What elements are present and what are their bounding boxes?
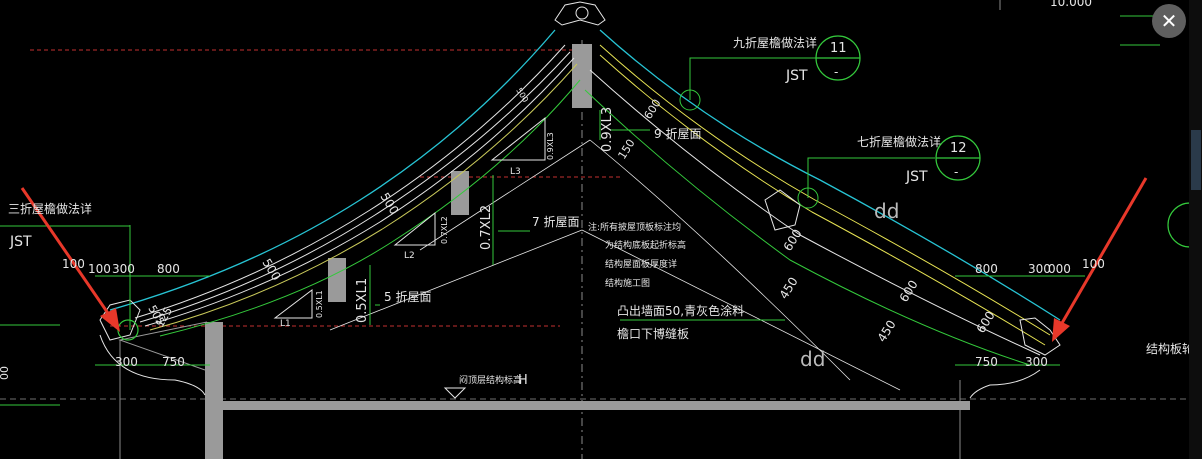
label-detail-9fold: 九折屋檐做法详: [733, 35, 817, 50]
red-arrow-right: [1052, 177, 1148, 342]
tri-07xl2: 0.7XL2: [440, 216, 449, 244]
dim-600b: 600: [781, 227, 805, 254]
dim-750-left: 750: [162, 355, 185, 369]
dim-000-right: 000: [1048, 262, 1071, 276]
dim-300-left: 300: [115, 355, 138, 369]
label-detail-9fold-num: 11: [830, 41, 847, 56]
label-detail-3fold-ref: JST: [9, 234, 32, 250]
dim-00-edge: 00: [0, 366, 11, 380]
dim-800-left: 800: [157, 262, 180, 276]
label-detail-9fold-sub: -: [834, 65, 838, 79]
dim-600c: 600: [897, 278, 921, 305]
dim-600d: 600: [974, 309, 998, 336]
dim-300-right: 300: [1028, 262, 1051, 276]
dim-300-top: 300: [112, 262, 135, 276]
top-right-number: 10.000: [1050, 0, 1092, 9]
dd-left: dd: [800, 347, 825, 371]
dim-100-right: 100: [1082, 257, 1105, 271]
label-detail-7fold-num: 12: [950, 141, 967, 156]
dim-05xl1: 0.5XL1: [355, 278, 370, 323]
right-eave: [764, 189, 1061, 399]
tri-05xl1: 0.5XL1: [315, 290, 324, 318]
dim-750-right: 750: [975, 355, 998, 369]
note-line-2: 为结构底板起折标高: [605, 239, 686, 251]
level-marker: [443, 387, 467, 399]
roof-level-label: 闷顶层结构标高: [459, 374, 522, 386]
label-l1: L1: [280, 319, 291, 329]
label-detail-7fold-sub: -: [954, 165, 958, 179]
note-line-1: 注:所有披屋顶板标注均: [588, 221, 681, 233]
dim-600a: 600: [642, 97, 664, 122]
label-detail-7fold: 七折屋檐做法详: [857, 134, 941, 149]
red-arrow-left: [20, 187, 120, 332]
close-icon[interactable]: ✕: [1152, 4, 1186, 38]
dim-100-left2: 100: [88, 262, 111, 276]
dim-09xl3: 0.9XL3: [600, 107, 615, 152]
leader-lines: [0, 15, 1160, 406]
tri-09xl3: 0.9XL3: [546, 132, 555, 160]
label-detail-3fold: 三折屋檐做法详: [8, 201, 92, 216]
dim-100-left: 100: [62, 257, 85, 271]
dim-150: 150: [616, 137, 638, 162]
inner-slope-lines: [329, 139, 901, 391]
label-detail-9fold-ref: JST: [785, 68, 808, 84]
dim-500a: 500: [377, 190, 401, 217]
dim-450a: 450: [777, 275, 801, 302]
wall-note-2: 檐口下博缝板: [617, 326, 689, 341]
roof-level-h: H: [518, 373, 528, 388]
side-scroll-track[interactable]: [1189, 0, 1202, 459]
dim-07xl2: 0.7XL2: [479, 205, 494, 250]
dim-300-right2: 300: [1025, 355, 1048, 369]
note-line-4: 结构施工图: [605, 277, 650, 289]
label-detail-7fold-ref: JST: [905, 169, 928, 185]
floor-slab: [118, 44, 970, 459]
note-line-3: 结构屋面板厚度详: [605, 258, 677, 270]
wall-note-1: 凸出墙面50,青灰色涂料: [617, 303, 744, 318]
side-scroll-thumb[interactable]: [1191, 130, 1201, 190]
label-l2: L2: [404, 251, 415, 261]
struct-beam-label: 结构板轮: [1146, 341, 1194, 356]
dim-450b: 450: [875, 318, 899, 345]
slope-triangles: [273, 116, 546, 319]
ridge-cap: [554, 1, 606, 26]
label-face-9: 9 折屋面: [654, 126, 701, 141]
dim-800-right: 800: [975, 262, 998, 276]
label-l3: L3: [510, 167, 521, 177]
label-face-7: 7 折屋面: [532, 214, 579, 229]
dd-right: dd: [874, 199, 899, 223]
roof-left-slope: [109, 29, 581, 337]
label-face-5: 5 折屋面: [384, 289, 431, 304]
